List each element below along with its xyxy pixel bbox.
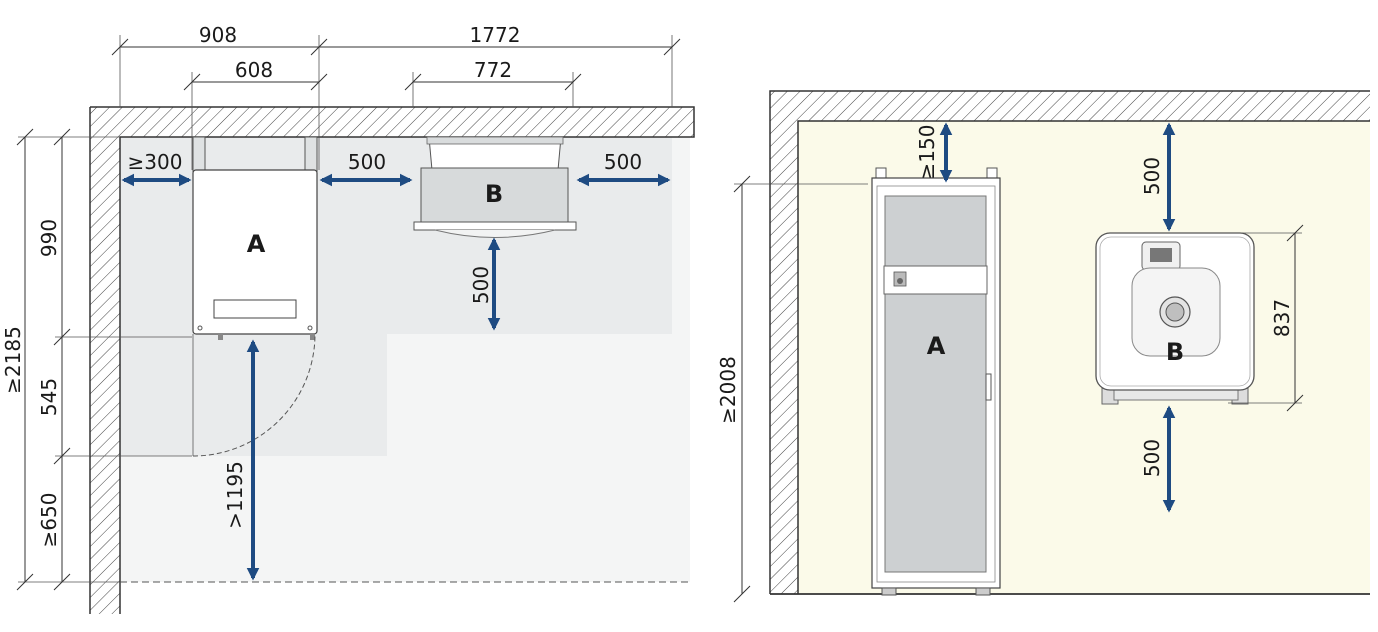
dim-2008: ≥2008 [716,356,740,424]
dim-908: 908 [199,23,237,47]
dim-650: ≥650 [37,493,61,548]
right-ceiling-hatch [770,91,1370,121]
ceiling-wall-hatch [90,107,694,137]
device-a-label-right: A [927,332,946,360]
dim-772: 772 [474,58,512,82]
dim-837: 837 [1270,299,1294,337]
dim-500-below-b-right: 500 [1140,439,1164,477]
device-a-top: A [192,136,318,340]
dim-2185: ≥2185 [1,326,25,394]
dim-1195: >1195 [223,461,247,529]
device-b-front: B [1095,232,1255,405]
dim-990: 990 [37,219,61,257]
device-a-cabinet: A [871,167,1001,596]
dim-150: ≥150 [915,125,939,180]
dim-1772: 1772 [470,23,521,47]
device-a-label-left: A [247,230,266,258]
right-view: ≥2008 A ≥150 [716,90,1370,603]
dim-500-between: 500 [348,150,386,174]
dim-500-below-b: 500 [469,266,493,304]
dim-608: 608 [235,58,273,82]
dim-500-above-b: 500 [1140,157,1164,195]
device-b-label-right: B [1166,338,1184,366]
door-swing-arc [192,333,316,457]
device-b-label-left: B [485,180,503,208]
dim-300: ≥300 [128,150,183,174]
left-view: 908 1772 608 772 ≥2185 990 545 ≥650 A [1,23,695,614]
right-side-hatch [770,91,798,594]
dim-545: 545 [37,378,61,416]
side-wall-hatch [90,107,120,614]
device-b-top: B [413,136,577,238]
dim-500-right: 500 [604,150,642,174]
